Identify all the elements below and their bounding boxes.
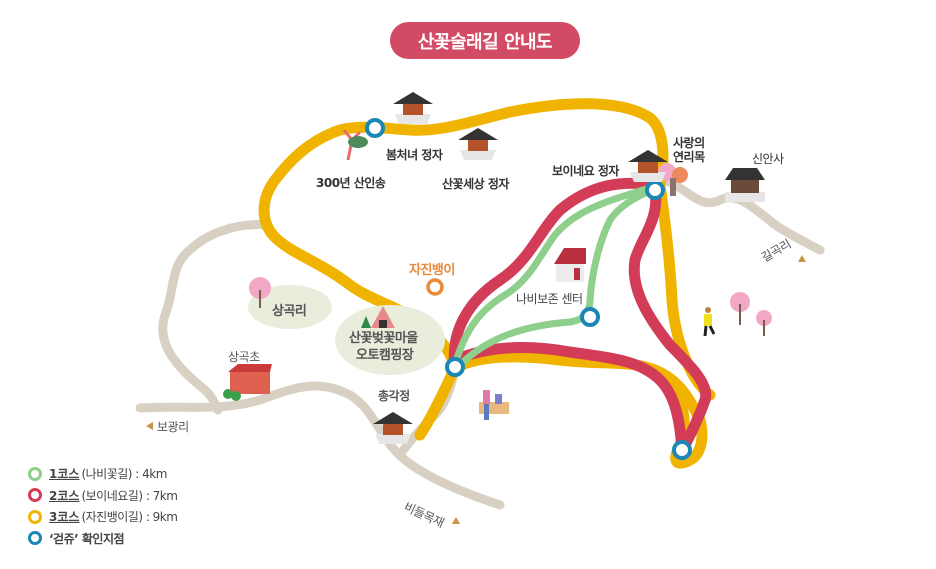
pine-tree-icon [342, 129, 368, 161]
course-2-path [448, 177, 712, 456]
checkpoint-dot-icon [28, 531, 42, 546]
dest-bogwangri: 보광리 [157, 420, 189, 434]
checkpoint-icon [365, 118, 385, 138]
checkpoint-icon [672, 440, 692, 460]
legend-course-desc: (나비꽃길) : 4km [81, 467, 167, 482]
label-camping-2: 오토캠핑장 [356, 348, 414, 363]
checkpoint-icon [580, 307, 600, 327]
cherry-tree-icon [730, 292, 750, 325]
label-sanggokri: 상곡리 [272, 304, 307, 319]
course-1-dot-icon [28, 466, 42, 481]
roads [135, 175, 825, 510]
checkpoints [365, 118, 692, 460]
legend-checkpoint-desc: ‘걷쥬’ 확인지점 [49, 531, 125, 546]
legend-course-label: 2코스 [49, 488, 80, 503]
arrow-bogwangri-icon [146, 422, 153, 430]
label-sanggokcho: 상곡초 [228, 350, 260, 364]
label-boine: 보이네요 정자 [552, 164, 619, 178]
legend-course-label: 3코스 [49, 510, 80, 525]
label-jajinbaengi: 자진뱅이 [409, 263, 455, 278]
temple-icon [725, 168, 765, 202]
camping-area [335, 305, 445, 375]
house-icon [554, 248, 586, 282]
cherry-tree-icon [249, 277, 271, 308]
legend-checkpoint: ‘걷쥬’ 확인지점 [28, 528, 177, 550]
label-nabi: 나비보존 센터 [516, 292, 583, 306]
legend-course-3: 3코스 (자진뱅이길) : 9km [28, 506, 178, 528]
label-sanggot: 산꽃세상 정자 [442, 177, 509, 191]
couple-bench-icon [479, 390, 509, 420]
label-camping-1: 산꽃벚꽃마을 [349, 331, 418, 346]
legend-course-label: 1코스 [49, 467, 80, 482]
jajinbaengi-marker-icon [426, 278, 444, 296]
pavilion-icon [373, 412, 413, 444]
legend-course-1: 1코스 (나비꽃길) : 4km [28, 463, 177, 485]
hiker-icon [703, 307, 716, 337]
map-title: 산꽃술래길 안내도 [390, 22, 580, 59]
course-3-dot-icon [28, 509, 42, 524]
legend-course-2: 2코스 (보이네요길) : 7km [28, 485, 178, 507]
label-pine: 300년 산인송 [316, 176, 386, 190]
cherry-tree-icon [756, 310, 772, 336]
checkpoint-icon [445, 357, 465, 377]
school-icon [223, 364, 272, 401]
arrow-gilgokri-icon [798, 255, 806, 262]
pavilion-icon [458, 128, 498, 160]
pavilion-icon [393, 92, 433, 124]
label-yeonri-1: 사랑의 [673, 136, 705, 150]
legend-course-desc: (보이네요길) : 7km [81, 488, 178, 503]
label-yeonri-2: 연리목 [673, 150, 705, 164]
course-2-dot-icon [28, 488, 42, 503]
course-1-path [451, 184, 656, 369]
label-sinansa: 신안사 [752, 152, 784, 166]
sanggokri-area [248, 285, 332, 329]
legend: 1코스 (나비꽃길) : 4km 2코스 (보이네요길) : 7km 3코스 (… [28, 463, 178, 550]
arrow-bideulmokjae-icon [452, 517, 460, 524]
legend-course-desc: (자진뱅이길) : 9km [81, 510, 178, 525]
checkpoint-icon [645, 180, 665, 200]
label-bomcheonyeo: 봄처녀 정자 [386, 148, 443, 162]
label-chonggakjeong: 총각정 [378, 389, 410, 403]
pavilion-icon [628, 150, 668, 182]
tent-icon [361, 306, 395, 328]
